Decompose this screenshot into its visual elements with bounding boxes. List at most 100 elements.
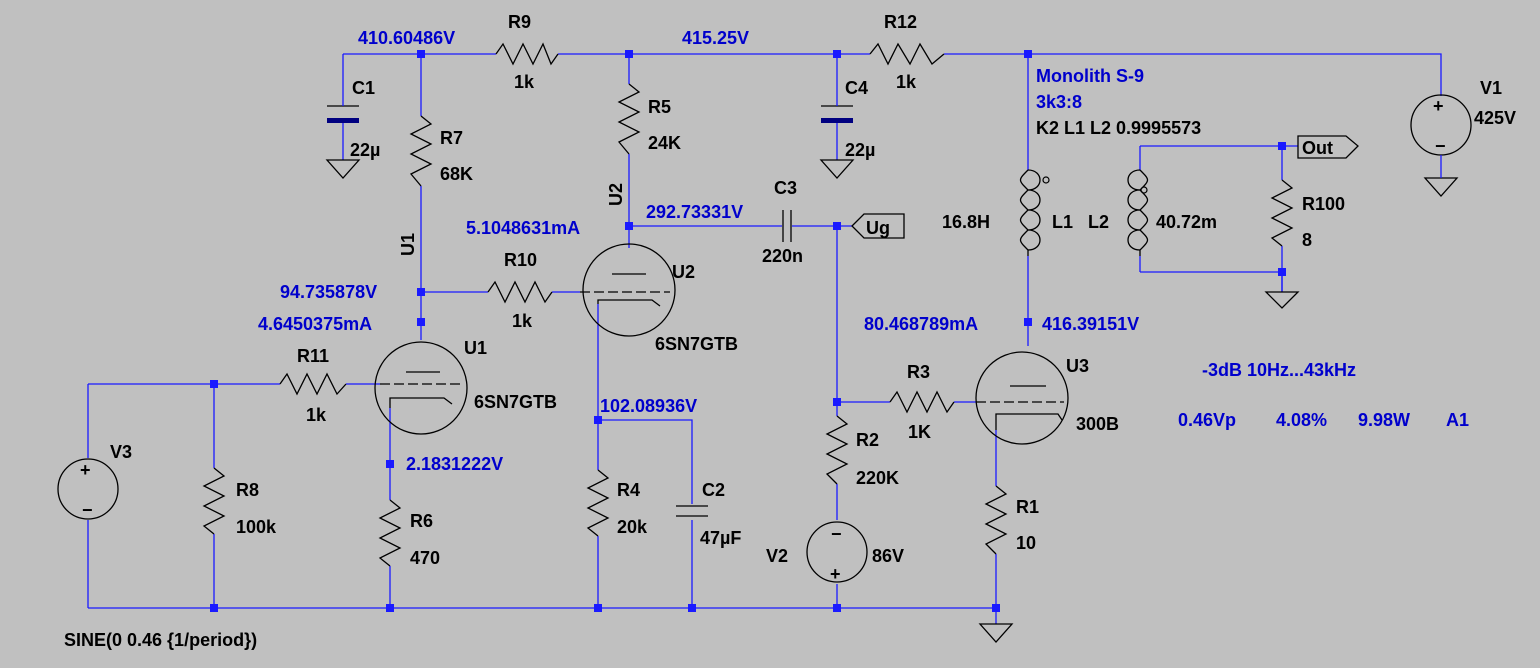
r7-value: 68K [440,164,473,184]
op-2183v: 2.1831222V [406,454,503,474]
ratio-text: 3k3:8 [1036,92,1082,112]
u1-model: 6SN7GTB [474,392,557,412]
u1-rotated-label: U1 [398,233,418,256]
capacitor-c3[interactable]: C3 220n [762,178,803,266]
c4-label: C4 [845,78,868,98]
result-power: 9.98W [1358,410,1410,430]
r2-value: 220K [856,468,899,488]
r11-label: R11 [297,346,329,366]
ug-label: Ug [866,218,890,238]
capacitor-c2[interactable]: C2 47µF [676,480,741,548]
wires [87,53,1442,624]
op-415v: 415.25V [682,28,749,48]
resistor-r5[interactable]: R5 24K [617,83,681,155]
v2-label: V2 [766,546,788,566]
r11-value: 1k [306,405,327,425]
r8-label: R8 [236,480,259,500]
c1-label: C1 [352,78,375,98]
ground-symbols [325,159,1459,643]
response-text: -3dB 10Hz...43kHz [1202,360,1356,380]
c2-label: C2 [702,480,725,500]
out-label: Out [1302,138,1333,158]
resistor-r10[interactable]: R10 1k [487,250,553,331]
op-4645ma: 4.6450375mA [258,314,372,334]
op-94v: 94.735878V [280,282,377,302]
r12-value: 1k [896,72,917,92]
resistor-r4[interactable]: R4 20k [586,469,648,537]
voltage-source-v2[interactable]: − + V2 86V [766,521,904,584]
c3-value: 220n [762,246,803,266]
result-thd: 4.08% [1276,410,1327,430]
svg-text:+: + [830,564,841,584]
junction-dots [210,50,1286,612]
inductor-l1[interactable]: L1 16.8H [942,169,1073,256]
capacitor-c1[interactable]: C1 22µ [327,78,380,160]
result-class: A1 [1446,410,1469,430]
r9-label: R9 [508,12,531,32]
svg-text:+: + [1433,96,1444,116]
capacitor-c4[interactable]: C4 22µ [821,78,875,160]
r3-label: R3 [907,362,930,382]
r5-value: 24K [648,133,681,153]
u2-tag: U2 [672,262,695,282]
tube-u3[interactable]: U3 300B [975,351,1119,445]
voltage-source-v3[interactable]: + − V3 SINE(0 0.46 {1/period}) [57,442,257,650]
svg-text:+: + [80,460,91,480]
r4-label: R4 [617,480,640,500]
r12-label: R12 [884,12,917,32]
resistor-r7[interactable]: R7 68K [409,115,473,187]
resistor-r100[interactable]: R100 8 [1270,179,1345,250]
resistor-r3[interactable]: R3 1K [889,362,955,442]
result-vp: 0.46Vp [1178,410,1236,430]
l1-value: 16.8H [942,212,990,232]
tube-u1[interactable]: U1 6SN7GTB [374,338,557,435]
op-80ma: 80.468789mA [864,314,978,334]
l1-label: L1 [1052,212,1073,232]
u2-rotated-label: U2 [606,183,626,206]
inductor-l2[interactable]: L2 40.72m [1088,169,1217,256]
netlabel-out[interactable]: Out [1297,135,1359,159]
r7-label: R7 [440,128,463,148]
u1-tag: U1 [464,338,487,358]
c3-label: C3 [774,178,797,198]
c2-value: 47µF [700,528,741,548]
v1-label: V1 [1480,78,1502,98]
resistor-r12[interactable]: R12 1k [869,12,945,92]
r1-value: 10 [1016,533,1036,553]
r2-label: R2 [856,430,879,450]
c1-value: 22µ [350,140,380,160]
l2-value: 40.72m [1156,212,1217,232]
op-5104ma: 5.1048631mA [466,218,580,238]
voltage-source-v1[interactable]: + − V1 425V [1410,78,1516,178]
u2-model: 6SN7GTB [655,334,738,354]
u3-model: 300B [1076,414,1119,434]
op-102v: 102.08936V [600,396,697,416]
r100-label: R100 [1302,194,1345,214]
r5-label: R5 [648,97,671,117]
r3-value: 1K [908,422,931,442]
resistor-r9[interactable]: R9 1k [495,12,559,92]
l2-label: L2 [1088,212,1109,232]
op-410v: 410.60486V [358,28,455,48]
r9-value: 1k [514,72,535,92]
r1-label: R1 [1016,497,1039,517]
r4-value: 20k [617,517,648,537]
r10-value: 1k [512,311,533,331]
resistor-r8[interactable]: R8 100k [202,467,277,537]
svg-text:−: − [82,500,93,520]
resistor-r11[interactable]: R11 1k [279,346,347,425]
netlabel-ug[interactable]: Ug [851,213,905,239]
monolith-text: Monolith S-9 [1036,66,1144,86]
v3-value: SINE(0 0.46 {1/period}) [64,630,257,650]
resistor-r6[interactable]: R6 470 [378,499,440,568]
u3-tag: U3 [1066,356,1089,376]
resistor-r1[interactable]: R1 10 [984,485,1039,555]
r6-label: R6 [410,511,433,531]
tube-u2[interactable]: U2 6SN7GTB [580,243,738,354]
r10-label: R10 [504,250,537,270]
c4-value: 22µ [845,140,875,160]
resistor-r2[interactable]: R2 220K [825,415,899,488]
v2-value: 86V [872,546,904,566]
r8-value: 100k [236,517,277,537]
